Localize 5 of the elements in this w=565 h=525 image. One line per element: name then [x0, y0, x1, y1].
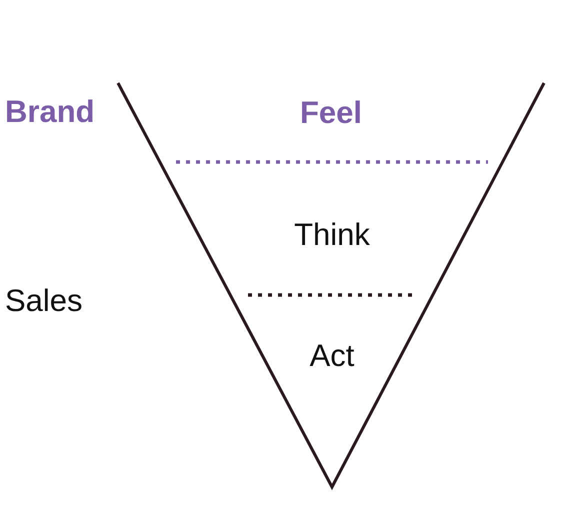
side-label: Brand [5, 94, 95, 130]
side-label: Sales [5, 283, 83, 319]
band-label: Act [310, 338, 354, 374]
band-label: Think [294, 217, 370, 253]
band-label: Feel [300, 95, 362, 131]
